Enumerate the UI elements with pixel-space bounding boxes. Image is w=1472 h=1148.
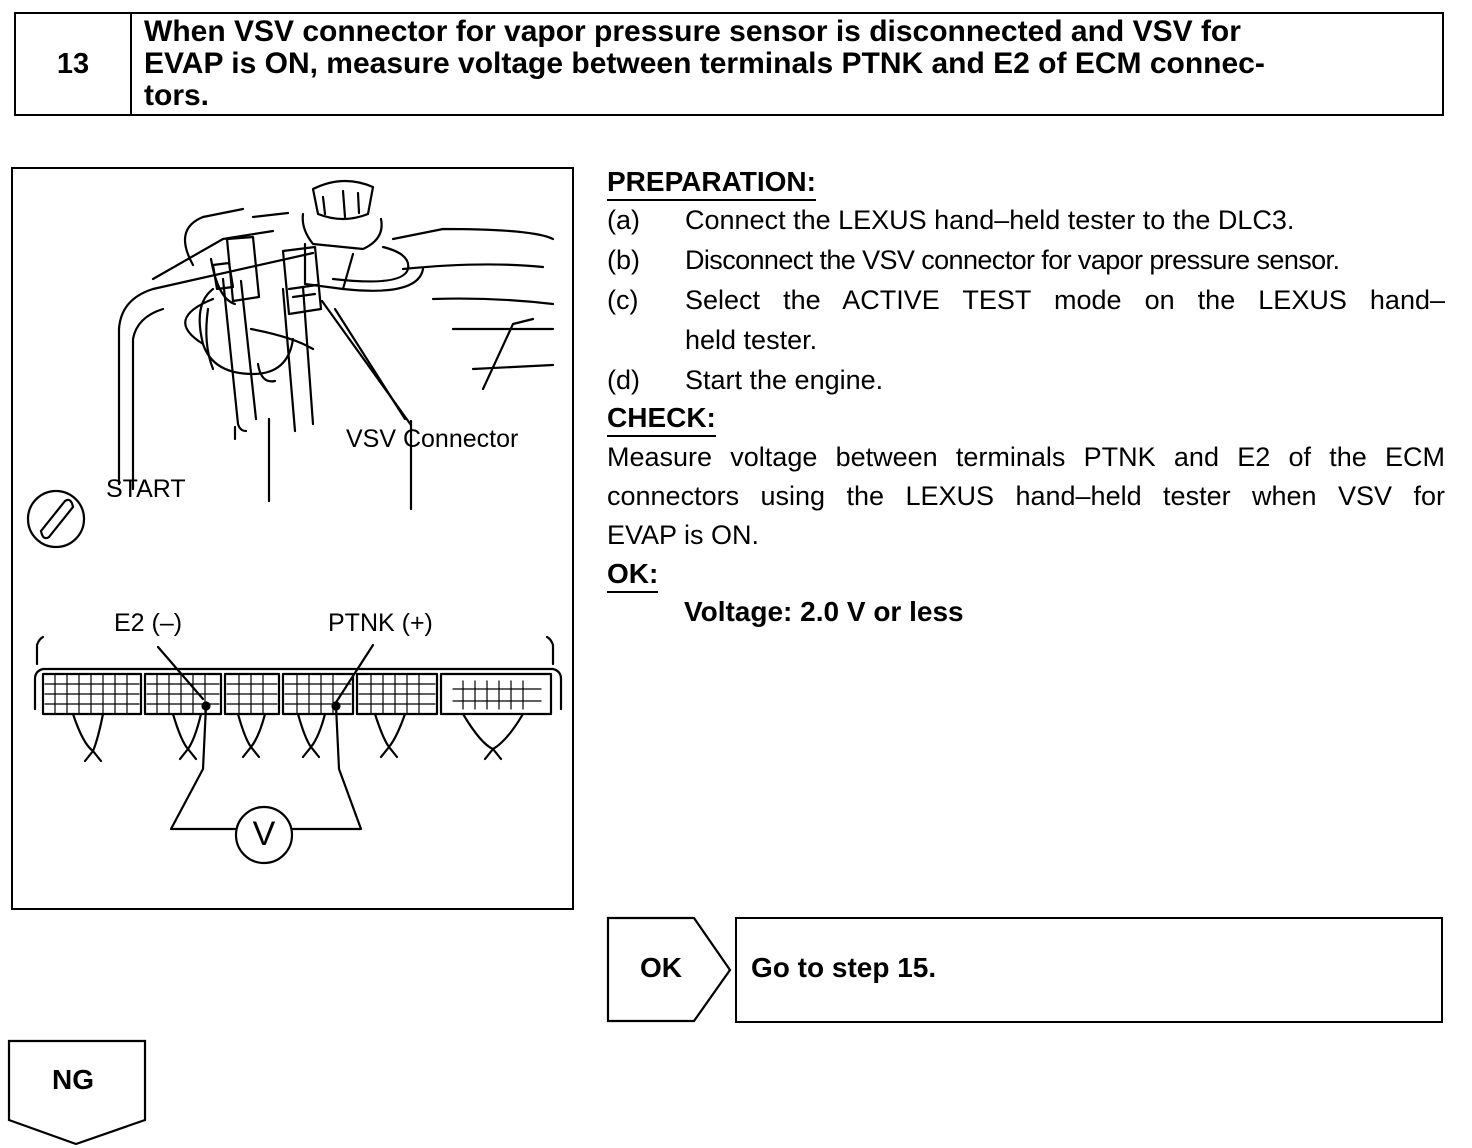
step-title-line-2: EVAP is ON, measure voltage between term…: [144, 47, 1265, 80]
prep-item-a-text: Connect the LEXUS hand–held tester to th…: [685, 205, 1295, 235]
step-header: 13 When VSV connector for vapor pressure…: [14, 12, 1444, 116]
step-title-line-1: When VSV connector for vapor pressure se…: [144, 15, 1241, 48]
ecm-connector-block: [33, 635, 563, 763]
illustration-panel: START VSV Connector E2 (–) PTNK (+) V: [11, 167, 574, 910]
check-text-line-3: EVAP is ON.: [607, 520, 760, 550]
ptnk-leader-line: [333, 643, 375, 706]
ok-arrow-tab: [606, 916, 732, 1023]
step-title-line-3: tors.: [144, 79, 210, 112]
prep-item-c-letter: (c): [607, 285, 639, 315]
prep-item-b-text: Disconnect the VSV connector for vapor p…: [685, 245, 1340, 275]
vsv-connector-label: VSV Connector: [346, 425, 519, 453]
ng-result-label: NG: [52, 1064, 94, 1095]
e2-leader-line: [156, 645, 205, 701]
prep-item-a-letter: (a): [607, 205, 640, 235]
ptnk-terminal-label: PTNK (+): [328, 609, 433, 637]
ok-spec-value: Voltage: 2.0 V or less: [684, 596, 964, 627]
ng-arrow-tab: [7, 1039, 147, 1146]
ok-result-label: OK: [640, 952, 682, 983]
ok-result-action: Go to step 15.: [751, 952, 937, 983]
prep-item-d-letter: (d): [607, 365, 640, 395]
ok-result-box: Go to step 15.: [735, 917, 1443, 1023]
ok-spec-heading: OK:: [607, 558, 659, 593]
step-title: When VSV connector for vapor pressure se…: [144, 16, 1414, 112]
voltmeter-symbol: V: [252, 815, 276, 853]
voltmeter-icon: [234, 805, 294, 865]
check-text-line-1: Measure voltage between terminals PTNK a…: [607, 442, 1445, 472]
engine-bay-drawing: [117, 179, 555, 511]
prep-item-b-letter: (b): [607, 245, 640, 275]
prep-item-c-text-line-1: Select the ACTIVE TEST mode on the LEXUS…: [685, 285, 1445, 315]
prep-item-c-text-line-2: held tester.: [685, 325, 818, 355]
voltmeter-circuit: [169, 701, 363, 865]
check-text-line-2: connectors using the LEXUS hand–held tes…: [607, 481, 1445, 511]
check-heading: CHECK:: [607, 402, 716, 437]
e2-terminal-label: E2 (–): [114, 609, 183, 637]
engine-ecm-illustration: [26, 179, 563, 865]
ignition-switch-symbol: [26, 489, 86, 549]
preparation-heading: PREPARATION:: [607, 166, 816, 201]
start-label: START: [106, 475, 186, 503]
step-number: 13: [16, 14, 132, 114]
prep-item-d-text: Start the engine.: [685, 365, 884, 395]
